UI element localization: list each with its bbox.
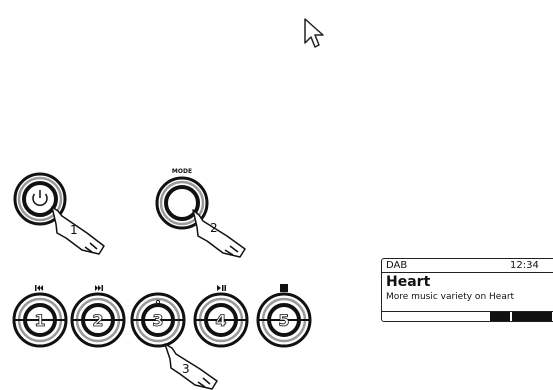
status-icons (512, 312, 552, 321)
mode-callout: 2 (210, 221, 218, 235)
preset-number-4: 4 (215, 311, 226, 330)
display-mode: DAB (386, 260, 407, 271)
lcd-display: DAB 12:34 Heart More music variety on He… (381, 258, 553, 322)
display-station: Heart (386, 274, 430, 290)
prev-track-icon (35, 285, 43, 291)
pointing-hand-icon (193, 210, 245, 257)
pointing-hand-icon (52, 207, 104, 254)
power-callout: 1 (70, 223, 78, 237)
next-track-icon (95, 285, 103, 291)
preset-button-2[interactable]: 2 (72, 294, 124, 346)
preset-button-5[interactable]: 5 (258, 294, 310, 346)
display-text: More music variety on Heart (386, 292, 536, 302)
preset-number-3: 3 (152, 311, 163, 330)
preset-buttons: 1 2 3 4 5 (14, 284, 310, 346)
preset-button-4[interactable]: 4 (195, 294, 247, 346)
stop-icon (280, 284, 288, 292)
preset-button-1[interactable]: 1 (14, 294, 66, 346)
mode-label: MODE (172, 168, 192, 175)
preset-number-1: 1 (34, 311, 45, 330)
preset-number-2: 2 (92, 311, 103, 330)
mouse-cursor-icon (305, 19, 323, 47)
display-divider (382, 272, 553, 273)
play-pause-icon (217, 285, 226, 291)
preset-button-3[interactable]: 3 (132, 294, 184, 346)
pointing-hand-icon (165, 344, 217, 389)
signal-block-icon (490, 312, 510, 321)
display-status-bar (382, 311, 553, 321)
display-time: 12:34 (510, 260, 539, 271)
preset-callout: 3 (182, 362, 190, 376)
preset-number-5: 5 (278, 311, 289, 330)
